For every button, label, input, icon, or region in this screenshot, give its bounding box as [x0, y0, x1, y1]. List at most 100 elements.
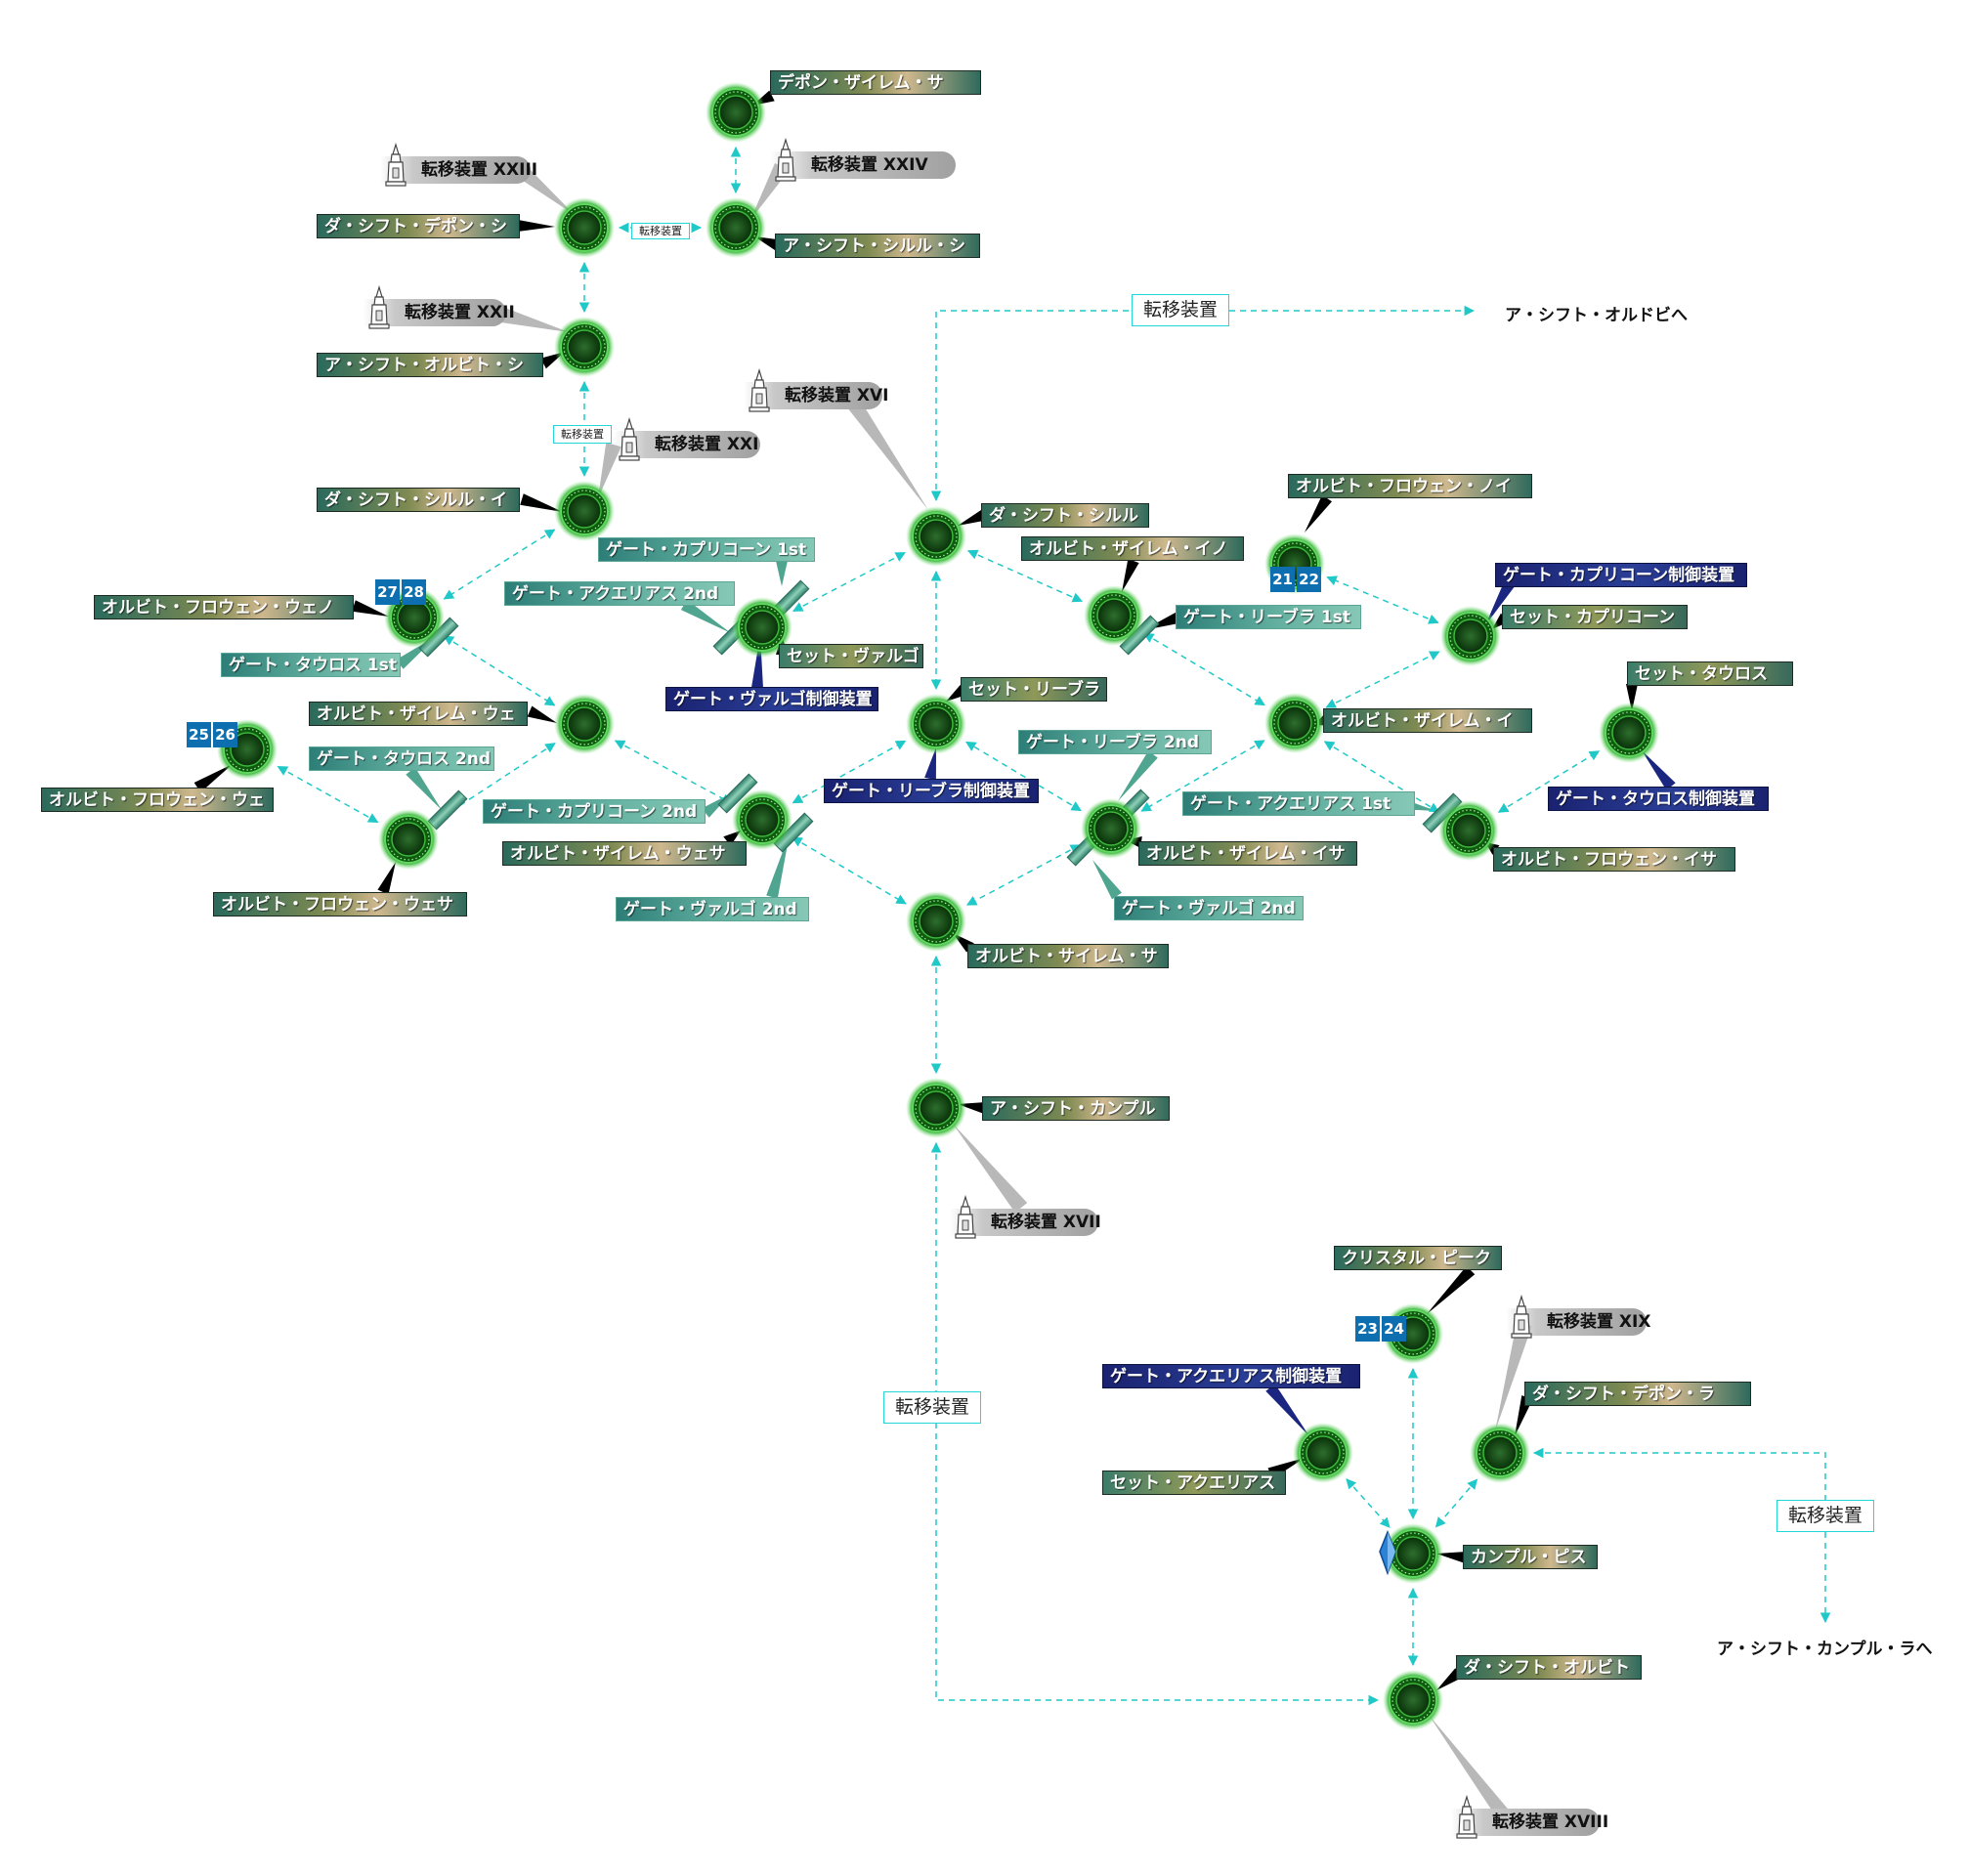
location-label[interactable]: オルビト・ザイレム・ウェ: [309, 702, 528, 726]
map-node[interactable]: [1293, 1423, 1353, 1483]
location-label[interactable]: クリスタル・ピーク: [1334, 1246, 1502, 1270]
map-node[interactable]: [1084, 585, 1144, 646]
location-label[interactable]: ダ・シフト・シルル: [981, 503, 1149, 528]
teleport-box-right[interactable]: 転移装置: [1776, 1500, 1874, 1532]
location-label[interactable]: ダ・シフト・オルビト: [1456, 1655, 1642, 1680]
location-label[interactable]: セット・カプリコーン: [1502, 605, 1688, 629]
location-label[interactable]: オルビト・フロウェン・イサ: [1493, 847, 1735, 872]
map-node[interactable]: [906, 694, 966, 754]
label-pointer: [1626, 684, 1638, 711]
teleporter-label[interactable]: 転移装置 XXIV: [770, 138, 956, 182]
teleporter-label[interactable]: 転移装置 XVI: [744, 368, 889, 412]
teleport-box-top[interactable]: 転移装置: [1132, 294, 1229, 326]
map-node[interactable]: [1438, 800, 1499, 861]
gate-label[interactable]: ゲート・ヴァルゴ 2nd: [1114, 896, 1304, 920]
map-node[interactable]: [1264, 693, 1325, 753]
map-node[interactable]: [906, 506, 966, 567]
location-label[interactable]: ア・シフト・シルル・シ: [775, 234, 980, 258]
control-device-label[interactable]: ゲート・タウロス制御装置: [1548, 787, 1769, 811]
teleport-box-small-top[interactable]: 転移装置: [631, 223, 690, 239]
gate-label[interactable]: ゲート・リーブラ 2nd: [1018, 730, 1212, 754]
teleporter-label[interactable]: 転移装置 XVII: [950, 1195, 1101, 1239]
location-label[interactable]: セット・アクエリアス: [1102, 1471, 1286, 1495]
teleporter-tower-icon: [1511, 1295, 1532, 1339]
control-device-label[interactable]: ゲート・アクエリアス制御装置: [1102, 1364, 1360, 1388]
label-pointer: [958, 509, 987, 526]
location-label[interactable]: ダ・シフト・デポン・シ: [317, 214, 520, 238]
map-node[interactable]: [554, 481, 615, 541]
map-node[interactable]: [554, 197, 615, 258]
map-node[interactable]: [1470, 1423, 1530, 1483]
location-label[interactable]: オルビト・ザイレム・ウェサ: [502, 841, 747, 866]
label-pointer: [1092, 860, 1122, 900]
gate-label[interactable]: ゲート・カプリコーン 2nd: [483, 799, 706, 824]
teleporter-label-text: 転移装置 XIX: [1547, 1312, 1651, 1332]
teleporter-label-text: 転移装置 XXIV: [811, 155, 928, 175]
gate-label[interactable]: ゲート・ヴァルゴ 2nd: [616, 897, 809, 921]
map-node[interactable]: [732, 597, 792, 658]
location-label[interactable]: カンプル・ピス: [1463, 1545, 1598, 1569]
map-node[interactable]: [906, 1078, 966, 1138]
crystal-marker: [1379, 1529, 1396, 1576]
map-node[interactable]: [378, 809, 439, 870]
location-label[interactable]: オルビト・フロウェン・ウェノ: [94, 595, 354, 619]
location-label[interactable]: オルビト・フロウェン・ノイ: [1288, 474, 1532, 498]
location-label[interactable]: ダ・シフト・シルル・イ: [317, 488, 520, 512]
location-label[interactable]: オルビト・フロウェン・ウェサ: [213, 892, 467, 917]
teleporter-label-text: 転移装置 XXIII: [421, 160, 538, 180]
route-line: [437, 743, 556, 821]
label-pointer: [843, 394, 928, 510]
location-label[interactable]: オルビト・ザイレム・イサ: [1138, 841, 1357, 866]
tag-number: 25: [187, 722, 211, 747]
location-label[interactable]: セット・タウロス: [1627, 661, 1793, 686]
gate-label[interactable]: ゲート・タウロス 2nd: [309, 746, 494, 771]
location-label[interactable]: オルビト・ザイレム・イ: [1323, 708, 1532, 733]
route-line: [964, 741, 1083, 812]
location-label[interactable]: セット・リーブラ: [961, 677, 1107, 702]
teleporter-label[interactable]: 転移装置 XXIII: [380, 143, 537, 187]
teleport-box-small-mid[interactable]: 転移装置: [553, 425, 612, 444]
location-label[interactable]: デポン・ザイレム・サ: [770, 70, 981, 95]
location-label[interactable]: ダ・シフト・デポン・ラ: [1524, 1382, 1751, 1406]
map-node[interactable]: [1599, 703, 1659, 763]
teleporter-label[interactable]: 転移装置 XVIII: [1451, 1795, 1608, 1839]
map-node[interactable]: [906, 891, 966, 952]
control-device-label[interactable]: ゲート・リーブラ制御装置: [824, 779, 1039, 803]
map-node[interactable]: [554, 317, 615, 377]
map-node[interactable]: [1440, 606, 1501, 666]
destination-canpuru-ra[interactable]: ア・シフト・カンプル・ラへ: [1717, 1640, 1933, 1659]
location-label[interactable]: オルビト・サイレム・サ: [967, 944, 1169, 968]
map-node[interactable]: [1383, 1523, 1443, 1584]
map-node[interactable]: [732, 789, 792, 850]
location-label[interactable]: ア・シフト・オルビト・シ: [317, 353, 543, 377]
destination-oldobi[interactable]: ア・シフト・オルドビへ: [1505, 306, 1688, 325]
gate-label[interactable]: ゲート・リーブラ 1st: [1176, 605, 1361, 629]
gate-label[interactable]: ゲート・カプリコーン 1st: [598, 537, 815, 562]
location-label[interactable]: オルビト・ザイレム・イノ: [1021, 536, 1244, 561]
teleport-box-middle[interactable]: 転移装置: [883, 1391, 981, 1424]
control-device-label[interactable]: ゲート・ヴァルゴ制御装置: [665, 687, 878, 711]
label-pointer: [406, 767, 442, 810]
location-label[interactable]: セット・ヴァルゴ: [779, 644, 923, 668]
teleporter-label[interactable]: 転移装置 XXI: [614, 417, 760, 461]
map-node[interactable]: [1383, 1670, 1443, 1730]
map-node[interactable]: [1081, 798, 1141, 859]
location-label[interactable]: オルビト・フロウェン・ウェ: [41, 788, 274, 812]
label-pointer: [1427, 1265, 1476, 1314]
gate-label[interactable]: ゲート・アクエリアス 2nd: [504, 581, 735, 606]
map-node[interactable]: [706, 197, 766, 258]
gate-label[interactable]: ゲート・アクエリアス 1st: [1182, 791, 1415, 816]
teleporter-label[interactable]: 転移装置 XXII: [364, 285, 515, 329]
map-node[interactable]: [706, 82, 766, 143]
teleporter-label[interactable]: 転移装置 XIX: [1506, 1295, 1651, 1339]
tag-number: 24: [1382, 1316, 1406, 1342]
map-node[interactable]: [554, 694, 615, 754]
label-pointers: [193, 90, 1676, 1828]
route-line: [792, 836, 907, 905]
control-device-label[interactable]: ゲート・カプリコーン制御装置: [1495, 563, 1747, 587]
location-label[interactable]: ア・シフト・カンプル: [982, 1096, 1170, 1121]
gate-label[interactable]: ゲート・タウロス 1st: [221, 653, 401, 677]
route-line: [443, 529, 556, 600]
